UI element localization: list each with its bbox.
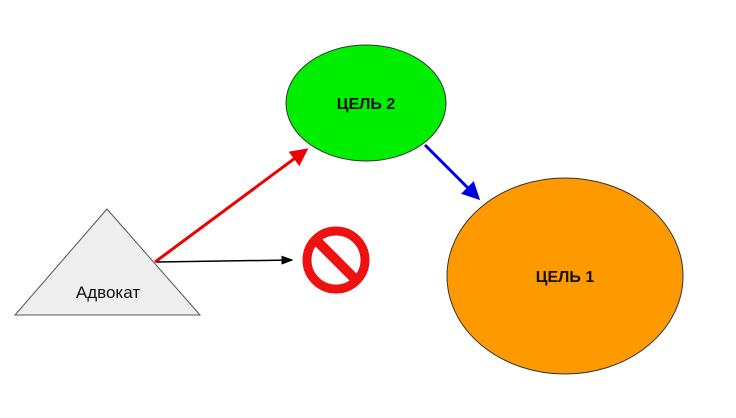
lawyer-node[interactable]: Адвокат [13,208,202,316]
lawyer-label: Адвокат [76,283,140,302]
edge-lawyer-goal2 [154,148,309,264]
goal1-node[interactable]: ЦЕЛЬ 1 [446,177,684,375]
no-entry-icon [302,226,370,294]
edge-lawyer-prohibited [156,255,294,265]
goal1-label: ЦЕЛЬ 1 [536,269,595,286]
goal2-label: ЦЕЛЬ 2 [337,96,396,113]
goal2-node[interactable]: ЦЕЛЬ 2 [285,44,447,162]
edge-goal2-goal1 [423,143,481,201]
